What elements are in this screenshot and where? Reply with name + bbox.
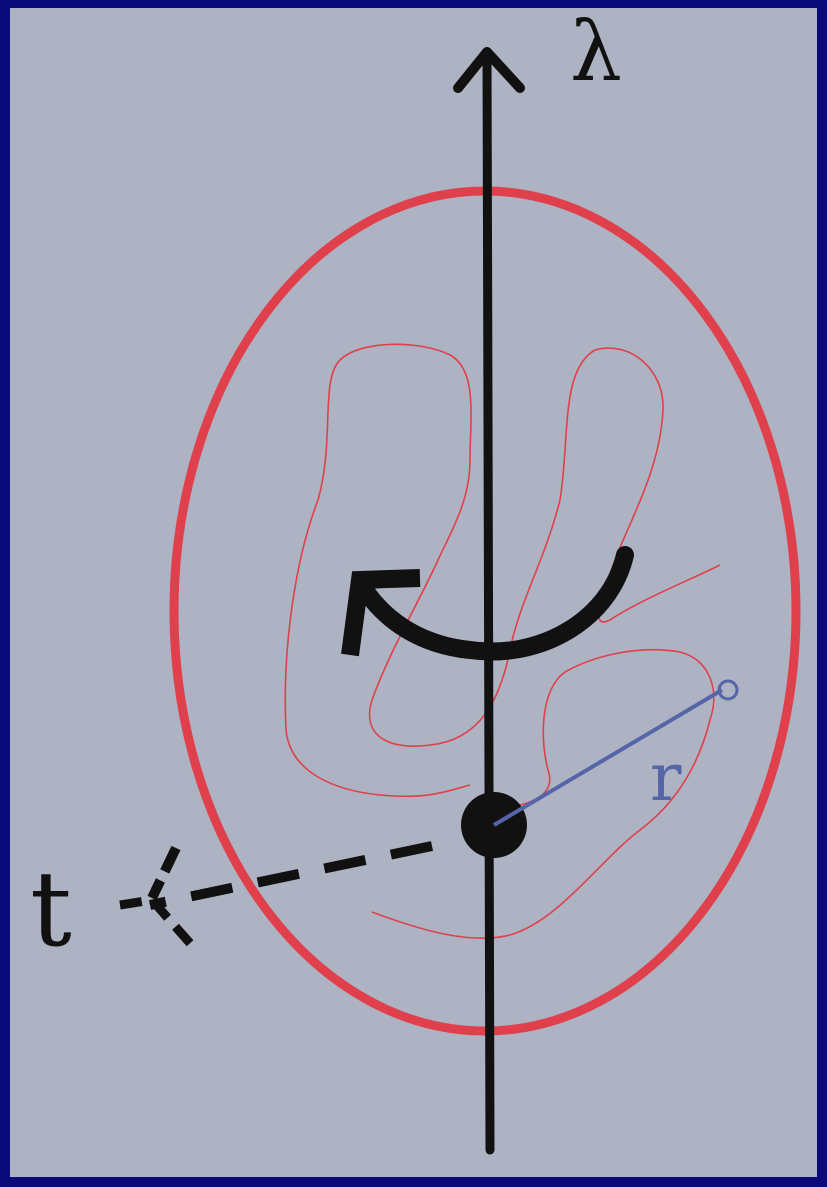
t-label: t [30, 848, 72, 970]
t-arrowhead-lower [120, 900, 196, 950]
radius-vector [494, 690, 722, 825]
rotation-arrow-curve [365, 555, 625, 652]
lambda-label: λ [570, 5, 622, 100]
lambda-axis [487, 55, 490, 1150]
inner-contour-upper [285, 344, 720, 746]
t-arrowhead-upper [152, 848, 176, 898]
radius-label: r [650, 739, 682, 816]
t-axis-dashed [150, 846, 432, 905]
inner-contour-lower [286, 730, 470, 796]
